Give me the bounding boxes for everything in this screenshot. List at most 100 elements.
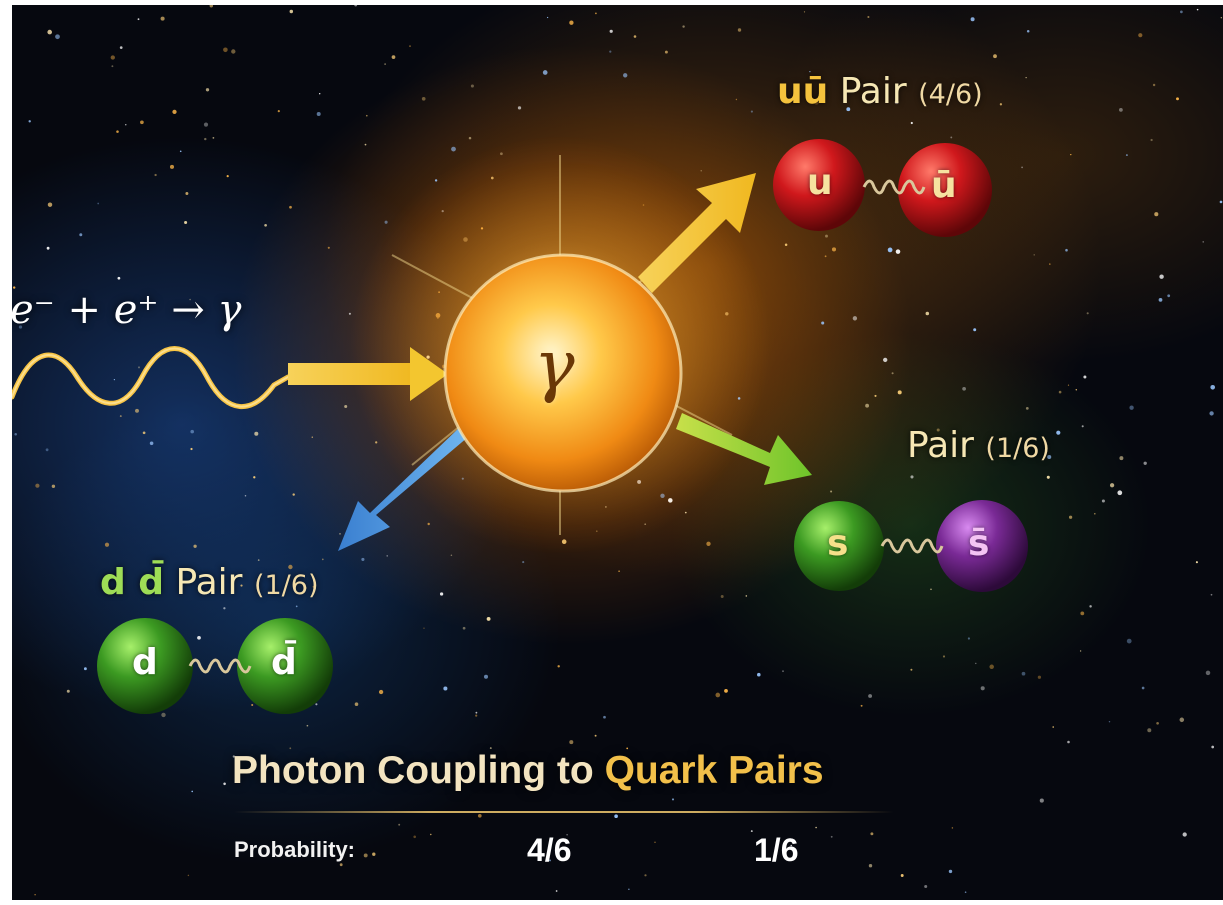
star — [1101, 499, 1105, 503]
star — [1075, 389, 1078, 391]
ss-pair-word: Pair — [907, 425, 974, 466]
star — [989, 664, 994, 670]
star — [483, 674, 489, 679]
star — [289, 205, 292, 209]
star — [1180, 10, 1183, 14]
star — [14, 432, 17, 436]
star — [860, 704, 863, 707]
probability-value-other: 1/6 — [754, 832, 799, 868]
star — [1209, 411, 1214, 416]
star — [1158, 298, 1163, 302]
star — [924, 884, 928, 889]
star — [113, 378, 116, 381]
star — [821, 321, 825, 325]
star — [1119, 108, 1123, 112]
star — [867, 15, 870, 19]
star — [1080, 611, 1085, 616]
star — [289, 747, 292, 750]
star — [117, 276, 121, 280]
star — [28, 120, 31, 123]
star — [191, 790, 194, 793]
star — [999, 103, 1003, 106]
star — [321, 558, 324, 561]
star — [1081, 425, 1084, 428]
star — [409, 45, 411, 47]
star — [830, 490, 833, 493]
uu-pair-probability: (4/6) — [918, 79, 983, 110]
star — [874, 394, 877, 397]
ss-pair-probability: (1/6) — [985, 433, 1050, 464]
dd-pair-word: Pair — [175, 562, 243, 603]
star — [119, 46, 123, 49]
star — [1159, 274, 1164, 279]
star — [967, 637, 971, 640]
star — [223, 607, 226, 610]
star — [942, 655, 946, 658]
star — [34, 894, 36, 896]
star — [251, 703, 254, 707]
star — [803, 11, 806, 13]
uu-pair-label: uū Pair (4/6) — [777, 71, 983, 112]
star — [1025, 407, 1029, 410]
star — [1205, 670, 1211, 676]
star — [384, 220, 388, 224]
star — [1138, 33, 1143, 38]
star — [430, 833, 432, 836]
star — [1210, 384, 1216, 390]
photon-symbol: γ — [534, 327, 575, 406]
star — [973, 328, 977, 332]
star — [700, 170, 702, 172]
star — [566, 834, 568, 836]
star — [887, 247, 893, 253]
star — [1021, 671, 1026, 676]
star — [140, 120, 144, 125]
star — [138, 366, 140, 369]
star — [614, 814, 618, 819]
star — [1025, 77, 1027, 79]
star — [815, 826, 817, 829]
star — [814, 99, 819, 105]
star — [169, 164, 175, 169]
star — [110, 55, 115, 60]
star — [79, 233, 83, 237]
star — [364, 143, 367, 146]
s-quark-label: s — [827, 523, 849, 564]
star — [451, 146, 456, 152]
star — [1202, 241, 1204, 243]
star — [1094, 512, 1096, 515]
star — [193, 544, 197, 548]
photon-sphere-icon — [443, 253, 683, 493]
star — [312, 585, 315, 588]
star — [197, 635, 201, 640]
star — [1046, 475, 1050, 479]
star — [344, 404, 348, 409]
star — [715, 692, 721, 698]
star — [910, 121, 913, 125]
star — [623, 73, 628, 78]
s-antiquark-label: s̄ — [968, 523, 990, 564]
star — [477, 813, 482, 818]
star — [443, 686, 448, 691]
star — [825, 234, 828, 238]
star — [470, 84, 474, 88]
star — [209, 5, 214, 8]
star — [824, 255, 827, 258]
star — [427, 522, 430, 526]
dd-pair-label: d d̄ Pair (1/6) — [100, 562, 318, 603]
probability-label: Probability: — [234, 837, 356, 862]
title-part-1: Photon Coupling to — [232, 749, 605, 792]
star — [47, 202, 53, 207]
dd-pair-symbol: d d̄ — [100, 562, 165, 603]
dd-pair-particles — [97, 618, 333, 714]
star — [1176, 97, 1179, 101]
d-quark-label: d — [132, 642, 158, 683]
star — [257, 559, 260, 561]
star — [232, 755, 235, 758]
star — [13, 286, 16, 289]
star — [993, 54, 997, 59]
star — [1150, 138, 1153, 142]
star — [55, 34, 60, 40]
star — [1086, 312, 1089, 315]
star — [891, 372, 894, 375]
star — [378, 689, 384, 695]
